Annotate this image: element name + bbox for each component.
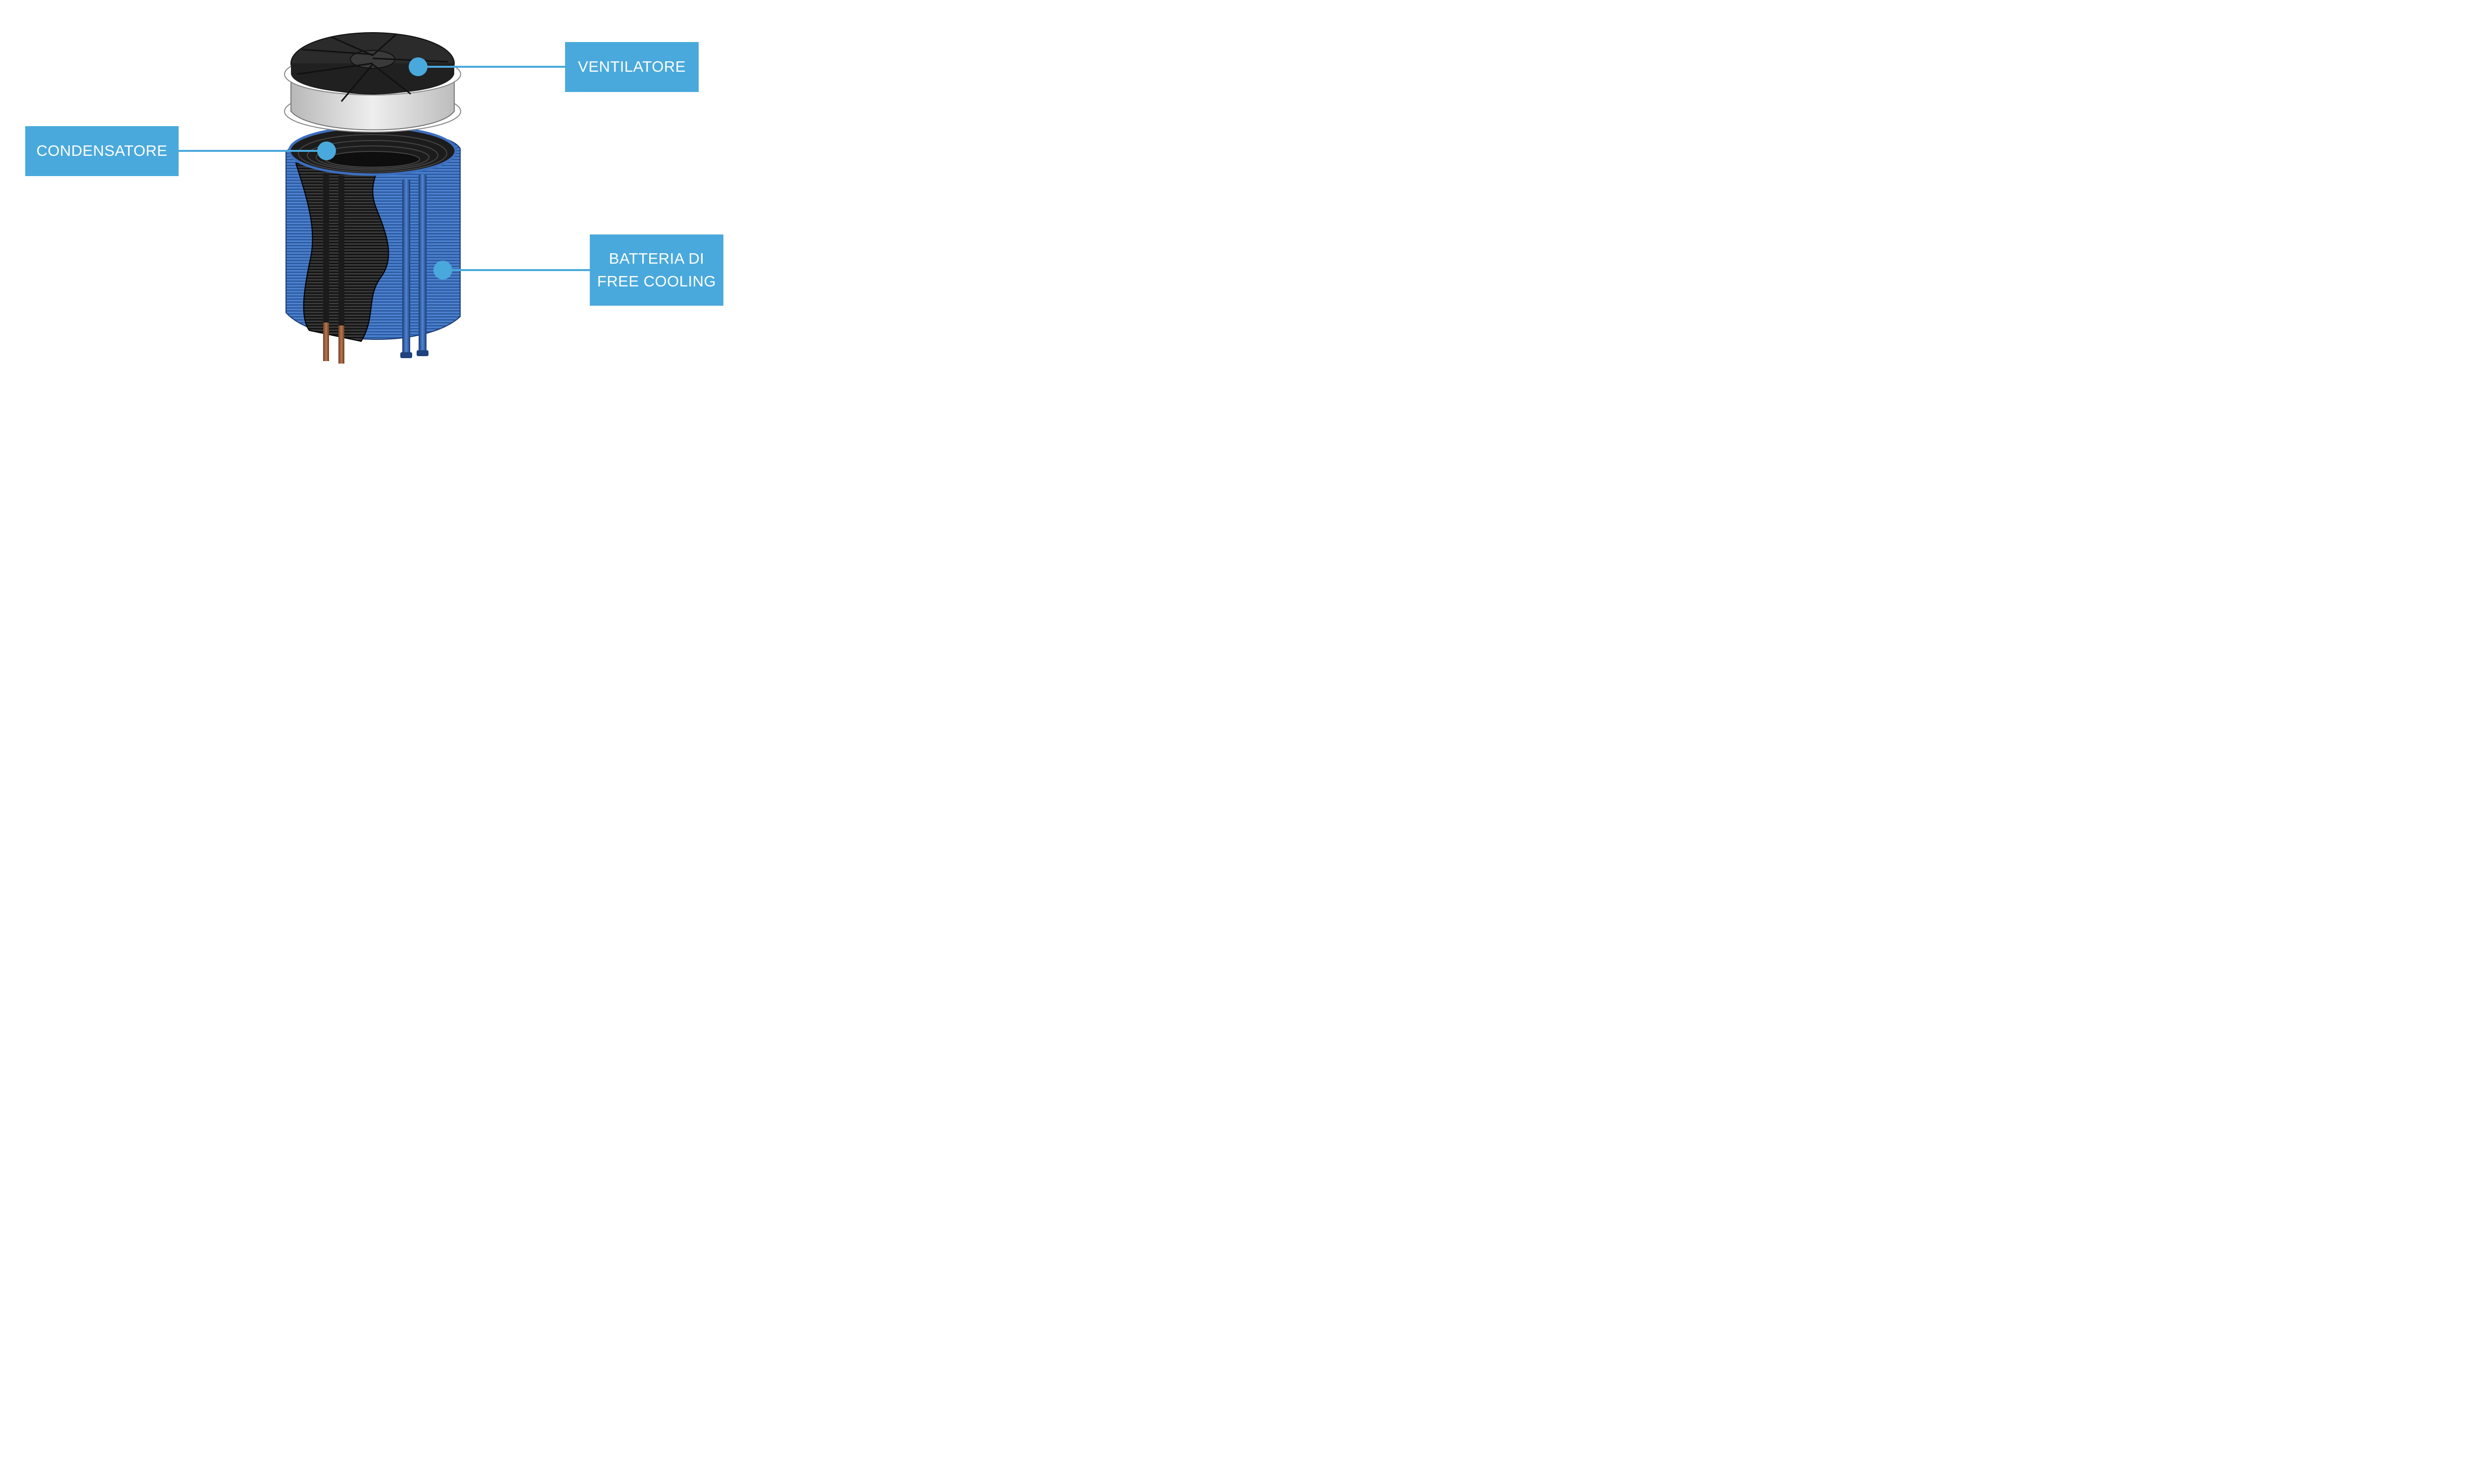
label-batteria-line2: FREE COOLING xyxy=(597,273,716,290)
heat-exchanger-illustration xyxy=(179,32,590,364)
callout-dot-batteria xyxy=(433,261,452,279)
copper-pipe-left xyxy=(323,323,329,361)
label-ventilatore-text: VENTILATORE xyxy=(578,58,686,76)
pipes xyxy=(323,173,428,364)
callout-dot-condensatore xyxy=(317,141,336,160)
copper-pipe-right xyxy=(338,325,344,364)
coil-assembly xyxy=(285,126,461,342)
fan-assembly xyxy=(284,32,461,133)
blue-pipe-left xyxy=(402,179,410,357)
label-ventilatore: VENTILATORE xyxy=(565,42,699,92)
callout-leaders xyxy=(179,57,590,279)
blue-pipe-right xyxy=(419,174,427,355)
label-batteria-free-cooling: BATTERIA DI FREE COOLING xyxy=(590,234,723,306)
callout-dot-ventilatore xyxy=(409,57,428,76)
label-condensatore-text: CONDENSATORE xyxy=(36,142,168,160)
label-batteria-line1: BATTERIA DI xyxy=(609,249,705,267)
label-condensatore: CONDENSATORE xyxy=(25,126,179,176)
